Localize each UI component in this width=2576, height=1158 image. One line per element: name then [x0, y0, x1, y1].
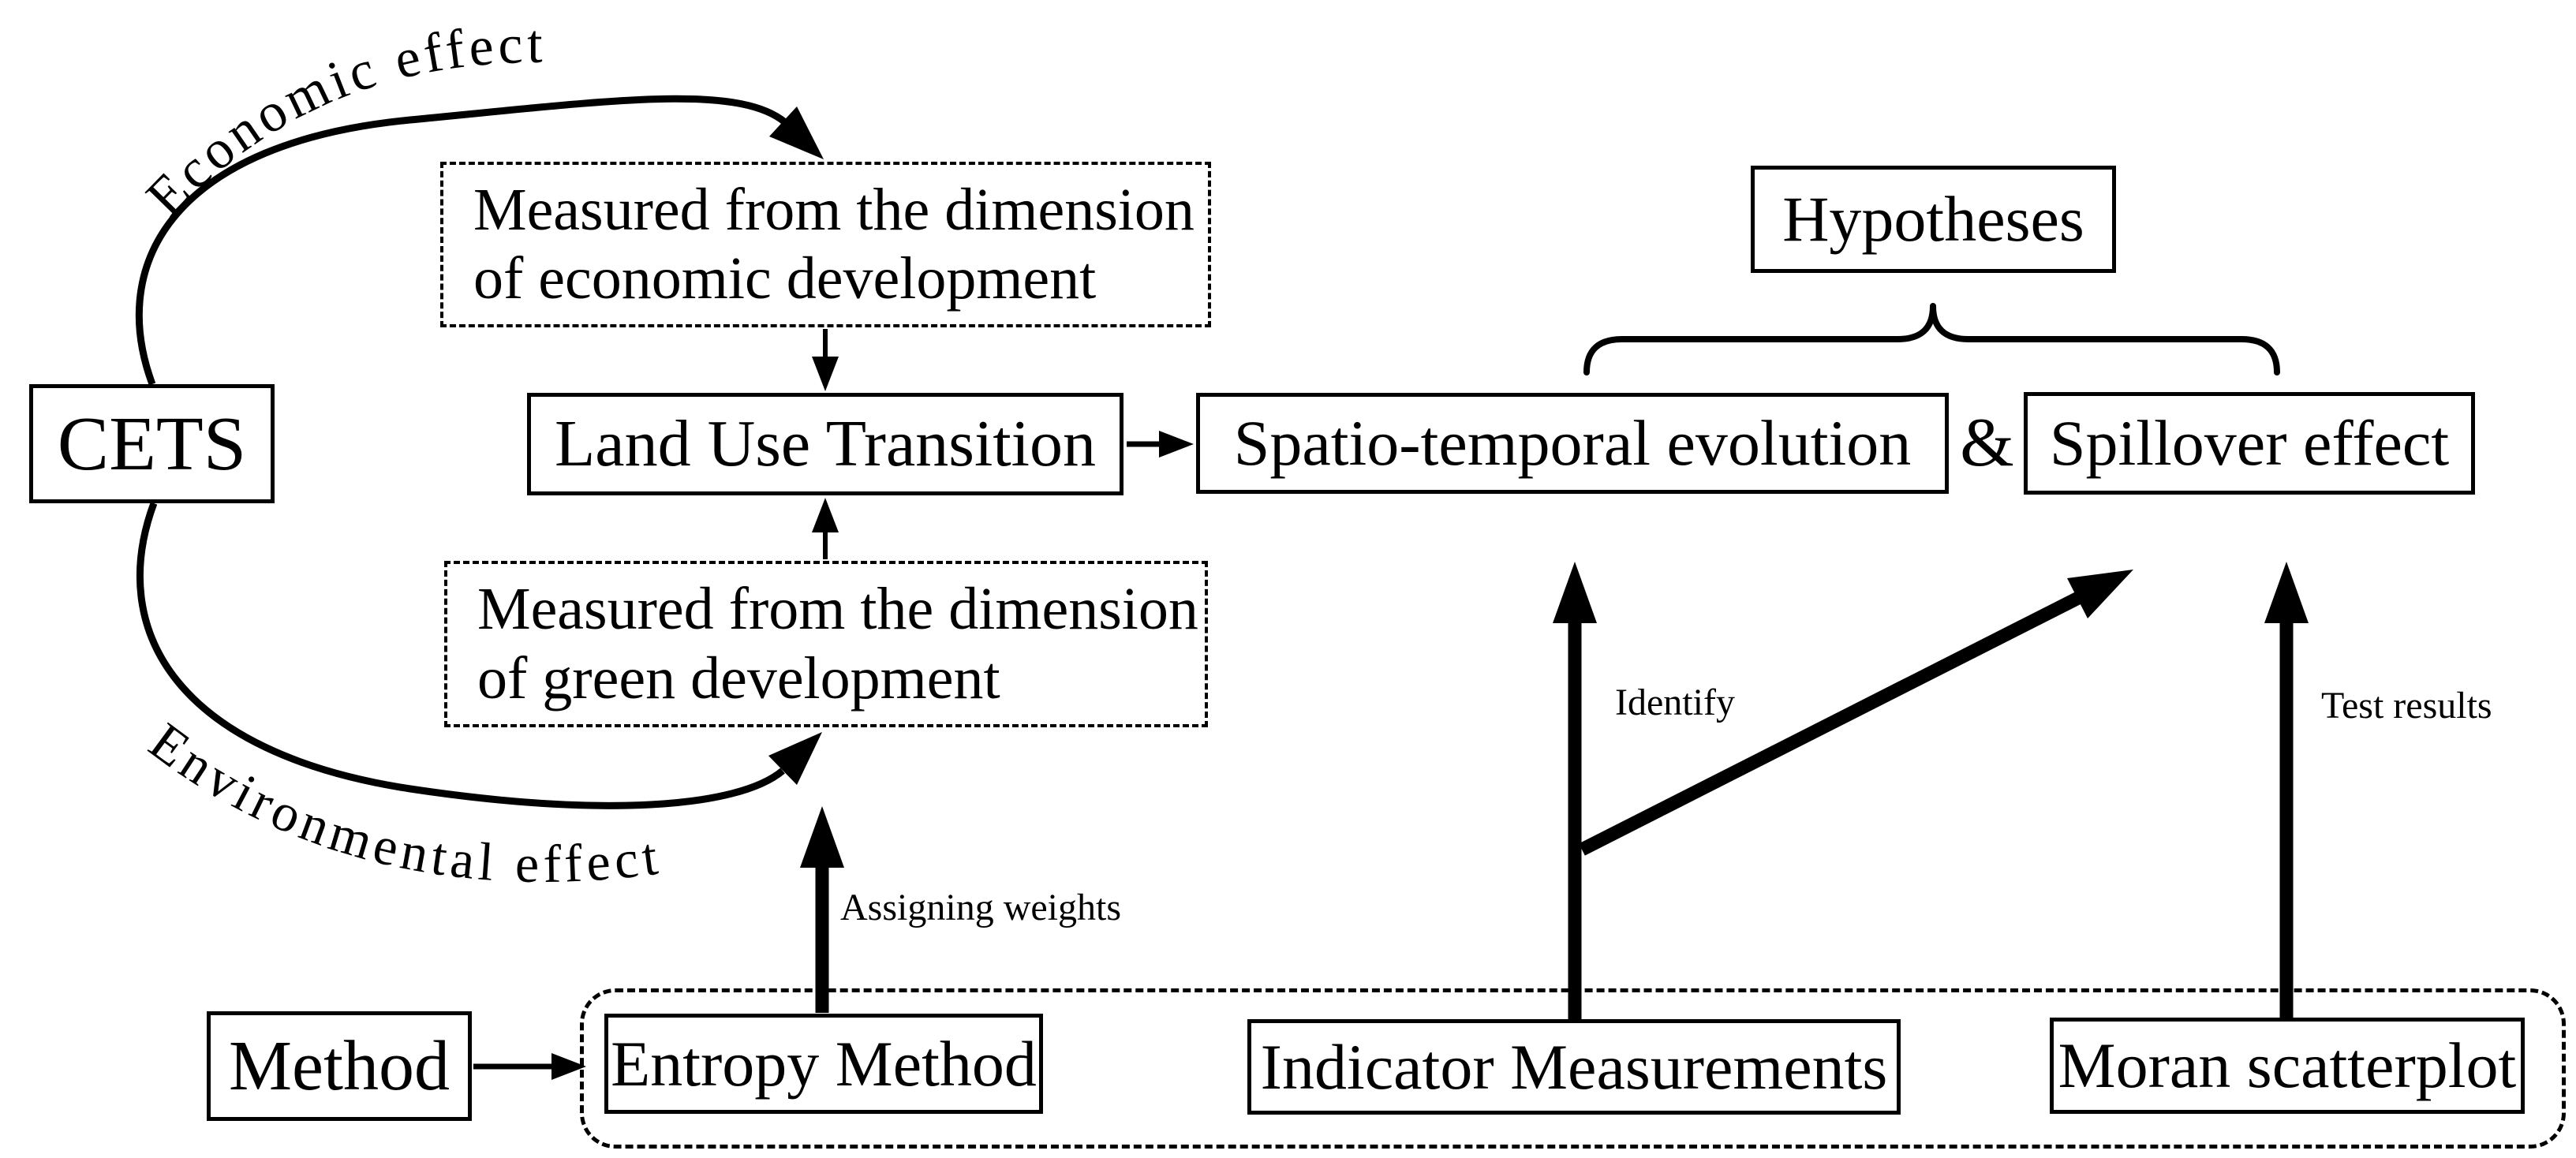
assigning-weights-label: Assigning weights	[840, 887, 1122, 928]
econ-dimension-line2: of economic development	[473, 245, 1097, 312]
ampersand-label: &	[1950, 392, 2024, 493]
spillover-effect-box: Spillover effect	[2024, 392, 2475, 495]
ampersand-text: &	[1960, 404, 2014, 481]
method-label: Method	[229, 1026, 450, 1105]
entropy-method-box: Entropy Method	[604, 1014, 1043, 1114]
economic-effect-curve	[135, 95, 787, 386]
environmental-effect-curve	[136, 502, 785, 809]
identify-branch-arrow	[1579, 590, 2084, 856]
green-dimension-line1: Measured from the dimension	[477, 576, 1198, 643]
spatio-temporal-box: Spatio-temporal evolution	[1196, 393, 1949, 494]
spatio-temporal-label: Spatio-temporal evolution	[1233, 407, 1912, 479]
hypotheses-box: Hypotheses	[1751, 166, 2116, 273]
indicator-measurements-label: Indicator Measurements	[1260, 1030, 1888, 1103]
methods-container	[580, 988, 2566, 1149]
hypotheses-brace-icon	[1583, 303, 2280, 375]
moran-scatterplot-box: Moran scatterplot	[2050, 1018, 2525, 1114]
econ-dimension-box: Measured from the dimension of economic …	[440, 162, 1211, 327]
identify-label: Identify	[1615, 682, 1735, 723]
indicator-measurements-box: Indicator Measurements	[1247, 1019, 1901, 1115]
method-to-container-arrowhead-icon	[551, 1053, 586, 1080]
entropy-weights-arrowhead-icon	[800, 806, 844, 868]
econ-to-landuse-arrowhead-icon	[812, 357, 839, 391]
spillover-effect-label: Spillover effect	[2049, 407, 2450, 479]
method-box: Method	[207, 1011, 472, 1121]
landuse-to-spatio-arrowhead-icon	[1159, 431, 1194, 458]
test-results-arrowhead-icon	[2264, 562, 2309, 623]
identify-branch-arrowhead-icon	[2067, 570, 2133, 618]
test-results-label: Test results	[2321, 685, 2492, 727]
green-to-landuse-arrowhead-icon	[812, 498, 839, 532]
identify-arrowhead-icon	[1553, 562, 1597, 623]
green-dimension-line2: of green development	[477, 644, 1000, 712]
green-dimension-box: Measured from the dimension of green dev…	[444, 561, 1208, 727]
economic-arrowhead-icon	[769, 106, 824, 159]
cets-label: CETS	[57, 401, 247, 487]
moran-scatterplot-label: Moran scatterplot	[2058, 1029, 2517, 1101]
land-use-transition-label: Land Use Transition	[554, 407, 1097, 480]
entropy-method-label: Entropy Method	[611, 1027, 1037, 1100]
hypotheses-label: Hypotheses	[1782, 183, 2084, 255]
land-use-transition-box: Land Use Transition	[527, 393, 1123, 495]
environmental-arrowhead-icon	[768, 732, 822, 785]
cets-box: CETS	[29, 384, 275, 503]
econ-dimension-line1: Measured from the dimension	[473, 176, 1195, 243]
